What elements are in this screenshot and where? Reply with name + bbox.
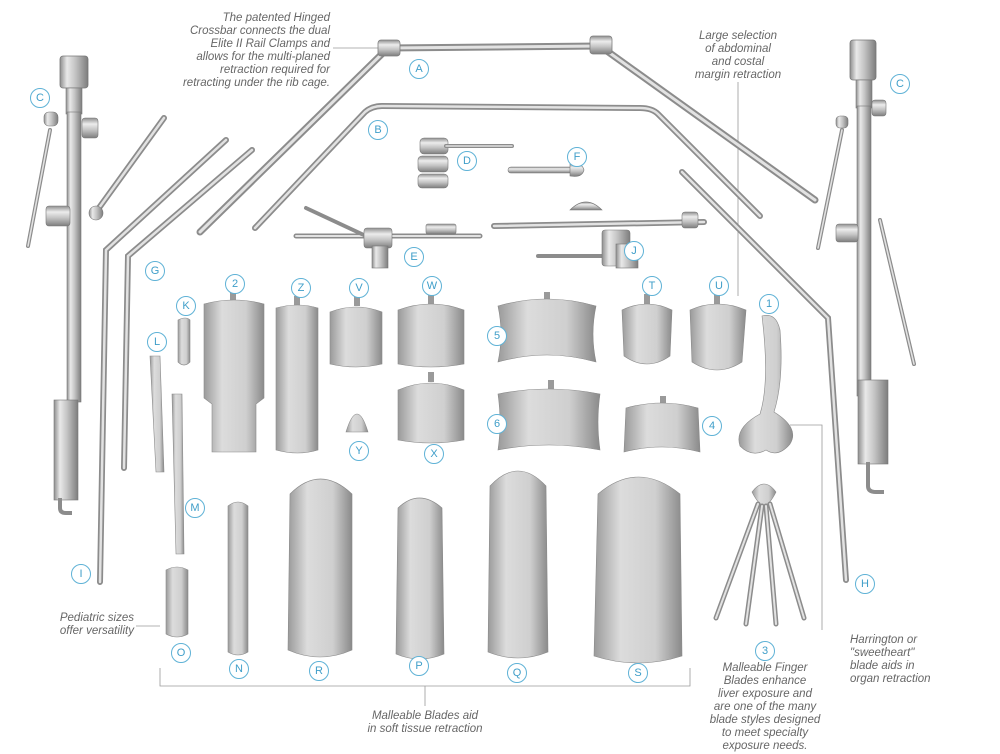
malleable-blade-r — [287, 478, 353, 658]
label-m: M — [185, 498, 205, 518]
malleable-blade-o — [165, 566, 189, 638]
curved-bar — [252, 102, 763, 231]
blade-w — [397, 294, 465, 368]
blade-l — [149, 355, 165, 473]
leader-lines — [136, 47, 823, 706]
label-4: 4 — [702, 416, 722, 436]
caption-hinged-crossbar: The patented Hinged Crossbar connects th… — [182, 12, 330, 89]
blade-x — [397, 372, 465, 444]
label-l: L — [147, 332, 167, 352]
label-a: A — [409, 59, 429, 79]
label-s-bottom: S — [628, 663, 648, 683]
blade-m — [171, 393, 185, 555]
wrench — [507, 163, 585, 177]
label-6: 6 — [487, 414, 507, 434]
label-w: W — [422, 276, 442, 296]
malleable-blade-s — [593, 476, 683, 664]
left-ratchet-arm — [88, 115, 167, 221]
caption-finger-blades: Malleable Finger Blades enhance liver ex… — [709, 662, 821, 752]
malleable-blade-p — [395, 497, 445, 660]
blade-t — [621, 294, 673, 365]
blade-1-harrington — [738, 315, 794, 454]
label-z: Z — [291, 278, 311, 298]
label-b: B — [368, 120, 388, 140]
blade-4 — [623, 396, 701, 453]
label-q: Q — [507, 663, 527, 683]
label-c-left: C — [30, 88, 50, 108]
label-2: 2 — [225, 274, 245, 294]
caption-malleable-blades: Malleable Blades aid in soft tissue retr… — [367, 710, 483, 735]
label-r: R — [309, 661, 329, 681]
label-d: D — [457, 151, 477, 171]
malleable-finger-blades — [713, 483, 807, 627]
blade-6 — [497, 380, 601, 451]
label-f: F — [567, 147, 587, 167]
label-k: K — [176, 296, 196, 316]
right-bent-rod — [679, 169, 849, 583]
label-e: E — [404, 247, 424, 267]
blade-y — [345, 413, 369, 433]
label-3: 3 — [755, 641, 775, 661]
label-n: N — [229, 659, 249, 679]
ratchet-retractor-j — [491, 201, 707, 269]
label-5: 5 — [487, 326, 507, 346]
caption-harrington-blade: Harrington or "sweetheart" blade aids in… — [850, 634, 931, 685]
label-o: O — [171, 643, 191, 663]
right-rail-clamp-post — [816, 39, 916, 494]
label-v: V — [349, 278, 369, 298]
malleable-blade-q — [487, 470, 549, 659]
label-t: T — [642, 276, 662, 296]
blade-v — [329, 296, 383, 368]
label-1: 1 — [759, 294, 779, 314]
ratchet-retractor-e — [293, 206, 483, 269]
label-p: P — [409, 656, 429, 676]
malleable-blade-n — [227, 501, 249, 656]
blade-5 — [497, 292, 597, 363]
label-u: U — [709, 276, 729, 296]
label-c-right: C — [890, 74, 910, 94]
hinged-crossbar — [196, 35, 819, 236]
bent-rods — [97, 137, 255, 585]
left-rail-clamp-post — [26, 55, 99, 515]
label-h: H — [855, 574, 875, 594]
label-x: X — [424, 444, 444, 464]
blade-z — [275, 296, 319, 454]
blade-k — [177, 317, 191, 366]
caption-abdominal-retraction: Large selection of abdominal and costal … — [694, 30, 782, 81]
blade-u — [689, 294, 747, 371]
label-g: G — [145, 261, 165, 281]
label-j: J — [624, 241, 644, 261]
small-clamp — [417, 137, 514, 189]
label-i: I — [71, 564, 91, 584]
caption-pediatric-sizes: Pediatric sizes offer versatility — [59, 612, 134, 637]
blade-2 — [203, 292, 265, 453]
label-y: Y — [349, 441, 369, 461]
